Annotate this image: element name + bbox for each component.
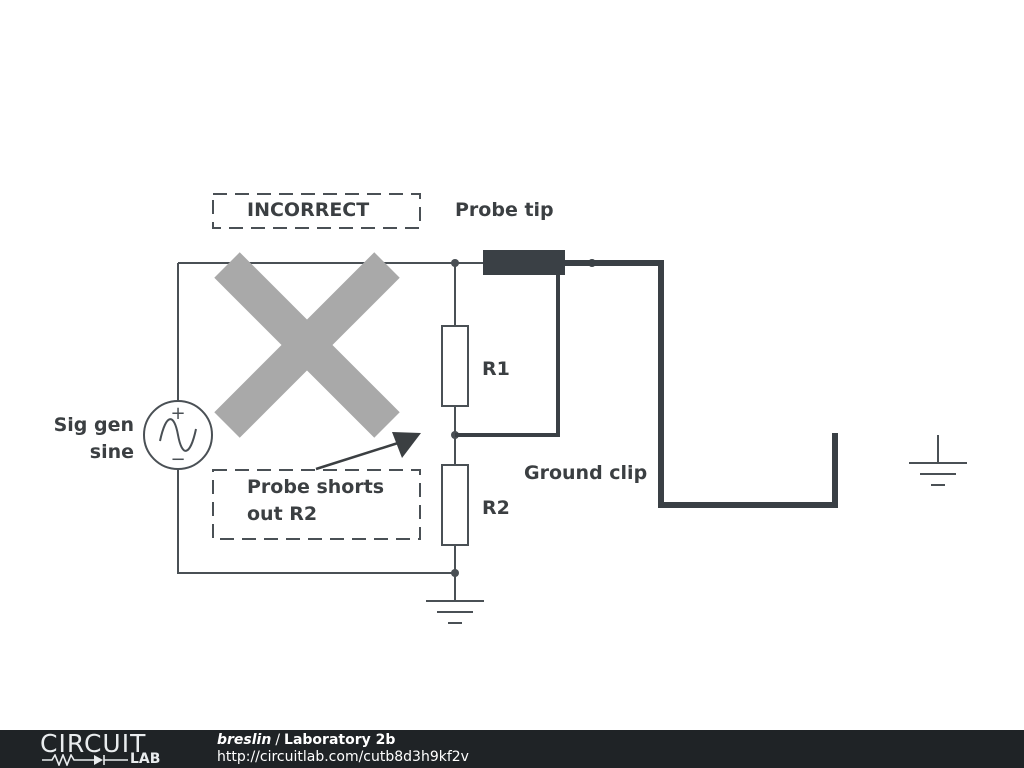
source-minus-sign: − (170, 449, 185, 470)
probe-shorts-box (212, 469, 421, 540)
source-plus-sign: + (170, 403, 185, 424)
sig-gen-label-line2: sine (90, 441, 134, 463)
circuitlab-logo: CIRCUIT LAB (40, 730, 180, 768)
sine-wave-icon (159, 418, 197, 452)
r2-label: R2 (482, 497, 510, 519)
ground-clip-lead (455, 270, 560, 437)
footer-bar: CIRCUIT LAB breslin/Laboratory 2b http:/… (0, 730, 1024, 768)
author-link[interactable]: breslin (217, 732, 272, 748)
probe-cable-dot (588, 259, 596, 267)
probe-cable (562, 260, 838, 508)
logo-text-bottom: LAB (130, 751, 161, 767)
incorrect-label: INCORRECT (247, 199, 369, 221)
junction-bottom (451, 569, 459, 577)
probe (455, 250, 838, 508)
r1-label: R1 (482, 358, 510, 380)
probe-tip-body (483, 250, 565, 275)
circuit-diagram: + − INCORRECT Probe tip R1 R2 Sig gen si… (54, 193, 967, 624)
footer-meta: breslin/Laboratory 2b http://circuitlab.… (217, 732, 469, 766)
ground-symbol-scope (909, 435, 967, 486)
circuit-url-link[interactable]: http://circuitlab.com/cutb8d3h9kf2v (217, 749, 469, 765)
resistor-r2 (441, 464, 469, 546)
callout-arrow (315, 432, 421, 471)
sig-gen-label-line1: Sig gen (54, 414, 134, 436)
probe-shorts-label-line2: out R2 (247, 503, 317, 525)
ground-clip-label: Ground clip (524, 462, 647, 484)
resistor-r1 (441, 325, 469, 407)
probe-shorts-label-line1: Probe shorts (247, 476, 384, 498)
circuit-title[interactable]: Laboratory 2b (284, 732, 396, 748)
logo-text-top: CIRCUIT (40, 729, 147, 758)
incorrect-box (212, 193, 421, 229)
ground-symbol-circuit (426, 600, 484, 624)
probe-tip-label: Probe tip (455, 199, 554, 221)
incorrect-cross-icon (214, 252, 400, 438)
signal-source: + − (143, 400, 213, 470)
breadcrumb-separator: / (275, 732, 281, 748)
junction-top (451, 259, 459, 267)
wire-left-lower (177, 470, 455, 574)
resistor-diode-icon (42, 754, 128, 766)
